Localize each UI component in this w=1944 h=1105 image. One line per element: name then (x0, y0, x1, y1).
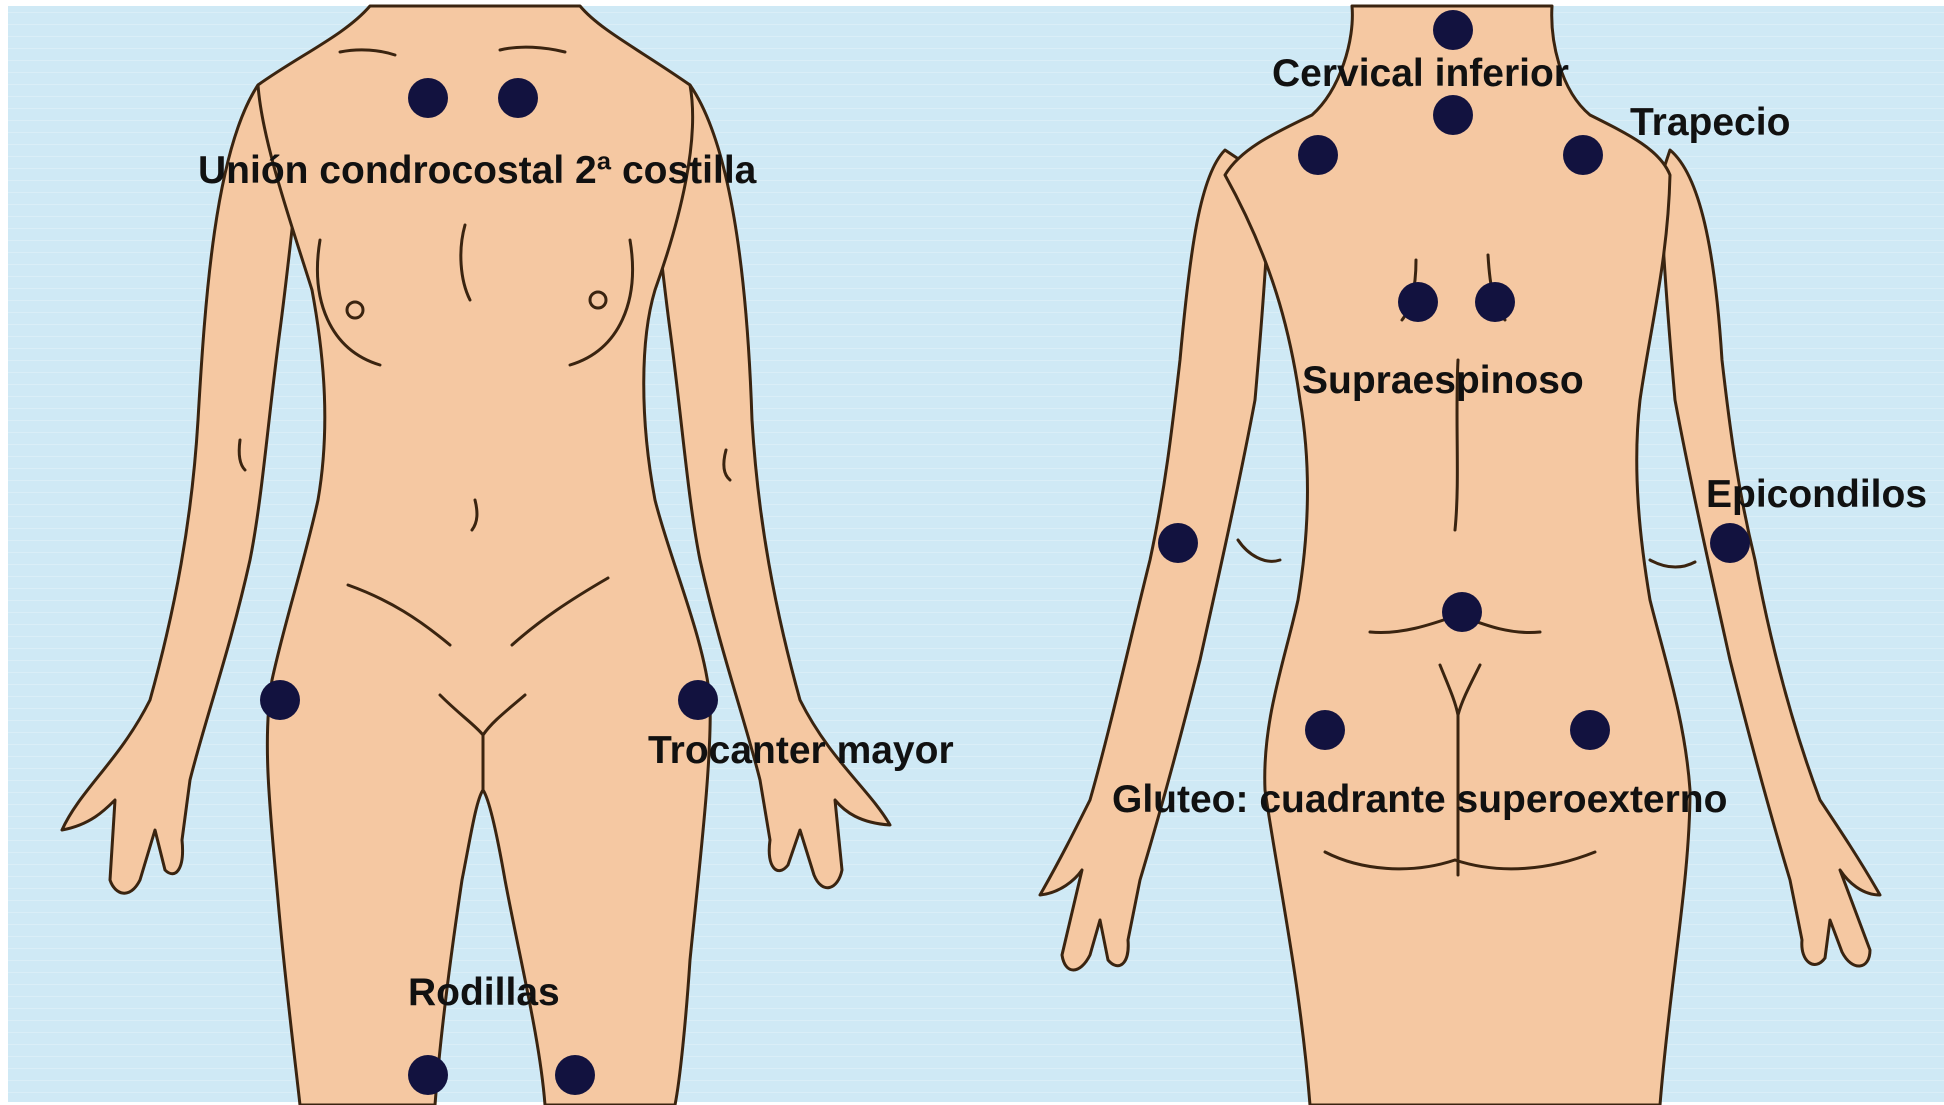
label-union-condrocostal: Unión condrocostal 2ª costilla (198, 149, 757, 192)
label-epicondilos: Epicondilos (1706, 473, 1927, 516)
tender-point-gluteo-right (1570, 710, 1610, 750)
tender-point-epicondilo-right (1710, 523, 1750, 563)
tender-point-trocanter-right (678, 680, 718, 720)
tender-point-supraespinoso-left (1398, 282, 1438, 322)
tender-point-trapecio-right (1563, 135, 1603, 175)
tender-point-union-condrocostal-right (498, 78, 538, 118)
tender-point-sacral (1442, 592, 1482, 632)
tender-point-cervical-inferior (1433, 95, 1473, 135)
label-trapecio: Trapecio (1630, 101, 1790, 144)
tender-point-rodilla-right (555, 1055, 595, 1095)
label-trocanter-mayor: Trocanter mayor (648, 729, 954, 772)
tender-point-supraespinoso-right (1475, 282, 1515, 322)
tender-point-trapecio-left (1298, 135, 1338, 175)
tender-point-epicondilo-left (1158, 523, 1198, 563)
tender-point-rodilla-left (408, 1055, 448, 1095)
label-cervical-inferior: Cervical inferior (1272, 52, 1569, 95)
tender-point-occiput (1433, 10, 1473, 50)
label-rodillas: Rodillas (408, 971, 560, 1014)
tender-point-union-condrocostal-left (408, 78, 448, 118)
label-supraespinoso: Supraespinoso (1302, 359, 1584, 402)
label-gluteo: Gluteo: cuadrante superoexterno (1112, 778, 1727, 821)
tender-point-gluteo-left (1305, 710, 1345, 750)
tender-point-trocanter-left (260, 680, 300, 720)
